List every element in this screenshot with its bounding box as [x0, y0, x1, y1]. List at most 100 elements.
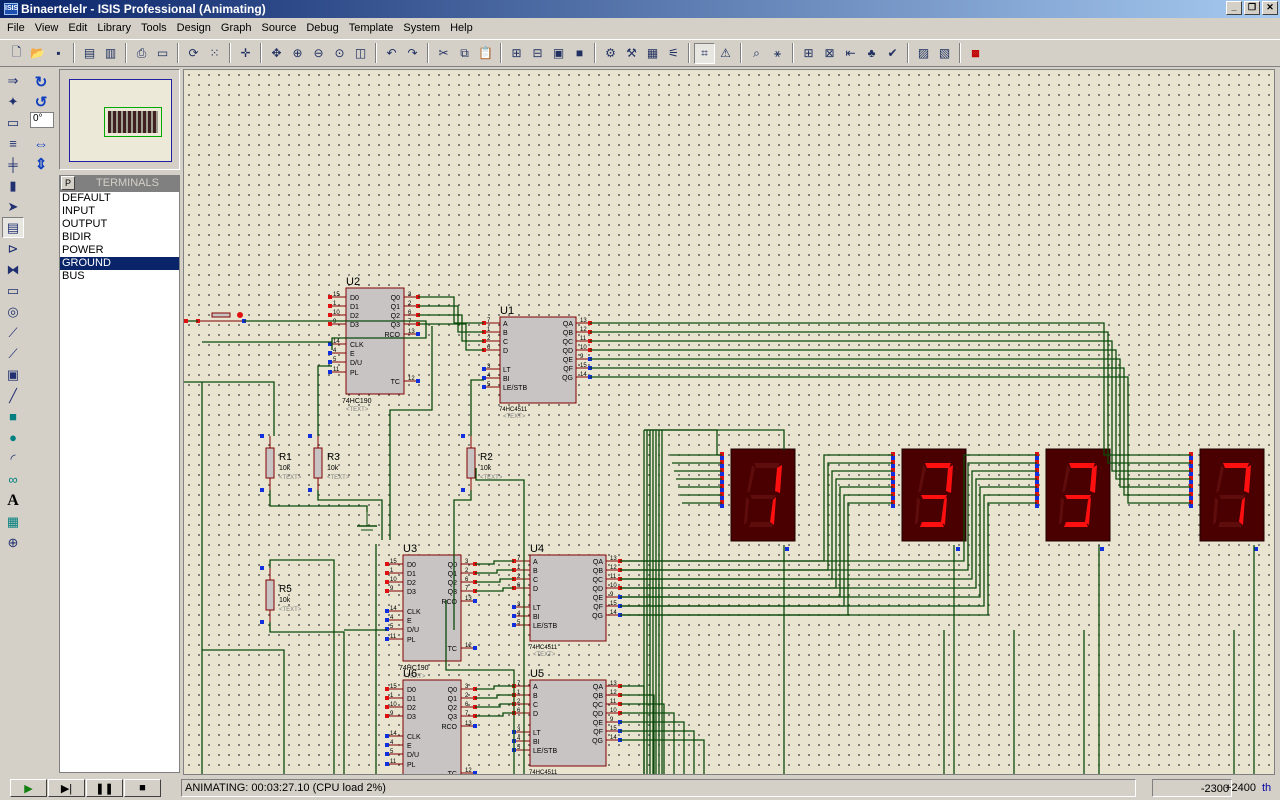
- maximize-button[interactable]: ❐: [1244, 1, 1260, 15]
- menu-source[interactable]: Source: [261, 22, 297, 34]
- new-sheet-icon[interactable]: ⊞: [803, 46, 814, 60]
- path-icon[interactable]: ∞: [8, 472, 18, 487]
- search-tag-icon[interactable]: ⌕: [753, 45, 760, 60]
- make-device-icon[interactable]: ⚒: [626, 46, 637, 60]
- terminal-item[interactable]: POWER: [62, 244, 104, 256]
- menu-view[interactable]: View: [34, 22, 59, 34]
- wire-label-icon[interactable]: ▭: [6, 114, 20, 130]
- block-copy-icon[interactable]: ⊞: [511, 46, 522, 60]
- rotate-clockwise-icon[interactable]: ↻: [34, 74, 48, 91]
- terminal-item[interactable]: DEFAULT: [62, 192, 111, 204]
- decompose-icon[interactable]: ⚟: [668, 46, 679, 60]
- stop-button[interactable]: ■: [124, 779, 161, 797]
- menu-file[interactable]: File: [7, 22, 25, 34]
- box-icon[interactable]: ■: [9, 409, 17, 424]
- menu-edit[interactable]: Edit: [68, 22, 88, 34]
- block-move-icon[interactable]: ⊟: [532, 46, 543, 60]
- menu-library[interactable]: Library: [97, 22, 131, 34]
- line-icon[interactable]: ╱: [9, 387, 17, 403]
- ares-icon[interactable]: ▩: [971, 47, 980, 58]
- text-icon[interactable]: A: [7, 491, 19, 509]
- property-assignment-icon[interactable]: ⚠: [720, 46, 731, 60]
- instant-edit-icon[interactable]: ➤: [7, 198, 19, 214]
- property-tool-icon[interactable]: ⚹: [773, 45, 782, 60]
- report-icon[interactable]: ▧: [938, 46, 951, 60]
- symbol-icon[interactable]: ▦: [6, 513, 20, 529]
- generator-icon[interactable]: ◎: [7, 303, 19, 319]
- current-probe-icon[interactable]: ⟋: [8, 345, 18, 361]
- paste-icon[interactable]: 📋: [478, 46, 493, 60]
- terminal-item[interactable]: OUTPUT: [62, 218, 108, 230]
- block-delete-icon[interactable]: ■: [575, 46, 584, 60]
- selection-mode-icon[interactable]: ⇒: [7, 72, 19, 88]
- terminal-item-selected[interactable]: GROUND: [60, 257, 179, 270]
- mirror-vertical-icon[interactable]: ⇕: [34, 156, 48, 173]
- cut-icon[interactable]: ✂: [438, 46, 449, 60]
- zoom-area-icon[interactable]: ◫: [354, 46, 367, 60]
- vertical-scrollbar[interactable]: [1275, 69, 1280, 775]
- pause-button[interactable]: ❚❚: [86, 779, 123, 797]
- display-segment: [1062, 465, 1070, 493]
- print-icon[interactable]: ⎙: [136, 45, 147, 60]
- bill-of-materials-icon[interactable]: ▨: [917, 46, 930, 60]
- origin-icon[interactable]: ✛: [240, 46, 251, 60]
- marker-icon[interactable]: ⊕: [7, 534, 19, 550]
- junction-dot-icon[interactable]: ✦: [7, 93, 19, 109]
- mirror-horizontal-icon[interactable]: ⇔: [33, 135, 49, 153]
- rotate-anticlockwise-icon[interactable]: ↺: [34, 94, 48, 111]
- bus-icon[interactable]: ╪: [8, 157, 18, 172]
- terminals-mode-icon[interactable]: ▤: [2, 217, 24, 238]
- netlist-icon[interactable]: ♣: [867, 46, 876, 60]
- grid-icon[interactable]: ⁙: [209, 46, 220, 60]
- circle-icon[interactable]: ●: [9, 430, 17, 445]
- wire-autorouter-icon[interactable]: ⌗: [694, 42, 715, 64]
- graph-mode-icon[interactable]: ⧓: [6, 261, 20, 277]
- menu-help[interactable]: Help: [450, 22, 473, 34]
- goto-sheet-icon[interactable]: ⇤: [845, 46, 856, 60]
- redo-icon[interactable]: ↷: [407, 46, 418, 60]
- pick-device-icon[interactable]: ⚙: [605, 46, 616, 60]
- menu-system[interactable]: System: [403, 22, 441, 34]
- device-pin-icon[interactable]: ⊳: [7, 240, 19, 256]
- copy-icon[interactable]: ⧉: [460, 45, 469, 60]
- package-tool-icon[interactable]: ▦: [646, 46, 659, 60]
- text-script-icon[interactable]: ≡: [9, 136, 17, 151]
- subcircuit-icon[interactable]: ▮: [9, 177, 17, 193]
- terminal-item[interactable]: BUS: [62, 270, 85, 282]
- arc-icon[interactable]: ◜: [10, 450, 16, 466]
- zoom-out-icon[interactable]: ⊖: [313, 46, 324, 60]
- menu-template[interactable]: Template: [348, 22, 394, 34]
- overview-window[interactable]: [59, 69, 180, 170]
- close-button[interactable]: ✕: [1262, 1, 1278, 15]
- electrical-check-icon[interactable]: ✔: [887, 46, 898, 60]
- minimize-button[interactable]: _: [1226, 1, 1242, 15]
- redraw-icon[interactable]: ⟳: [188, 46, 199, 60]
- tape-recorder-icon[interactable]: ▭: [6, 282, 20, 298]
- pan-icon[interactable]: ✥: [271, 46, 282, 60]
- undo-icon[interactable]: ↶: [386, 46, 397, 60]
- new-file-icon[interactable]: 🗋: [11, 44, 22, 59]
- zoom-in-icon[interactable]: ⊕: [292, 46, 303, 60]
- set-area-icon[interactable]: ▭: [156, 46, 169, 60]
- menu-tools[interactable]: Tools: [140, 22, 167, 34]
- export-section-icon[interactable]: ▥: [104, 46, 117, 60]
- zoom-all-icon[interactable]: ⊙: [334, 46, 345, 60]
- wire: [620, 478, 893, 589]
- block-rotate-icon[interactable]: ▣: [552, 46, 565, 60]
- open-folder-icon[interactable]: 📂: [30, 46, 45, 60]
- save-icon[interactable]: ▪: [56, 46, 61, 60]
- step-button[interactable]: ▶|: [48, 779, 85, 797]
- terminal-item[interactable]: BIDIR: [62, 231, 92, 243]
- pick-button[interactable]: P: [61, 176, 75, 190]
- voltage-probe-icon[interactable]: ⟋: [8, 324, 18, 340]
- virtual-instruments-icon[interactable]: ▣: [6, 366, 20, 382]
- rotation-angle-field[interactable]: 0°: [30, 112, 54, 128]
- play-button[interactable]: ▶: [10, 779, 47, 797]
- remove-sheet-icon[interactable]: ⊠: [824, 46, 835, 60]
- terminal-item[interactable]: INPUT: [62, 205, 95, 217]
- menu-debug[interactable]: Debug: [306, 22, 339, 34]
- menu-design[interactable]: Design: [176, 22, 211, 34]
- menu-graph[interactable]: Graph: [220, 22, 252, 34]
- import-section-icon[interactable]: ▤: [83, 46, 96, 60]
